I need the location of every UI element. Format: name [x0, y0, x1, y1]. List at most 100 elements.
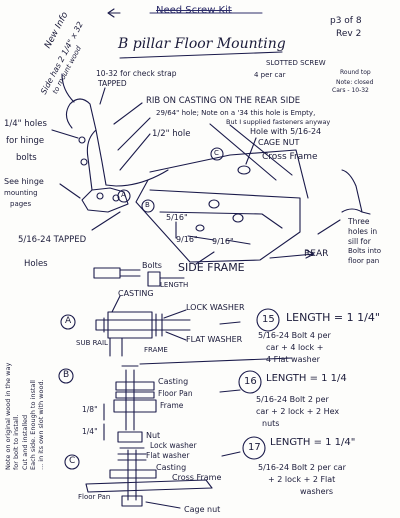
tapped-516-b: Holes [24, 259, 48, 269]
section-b-casting-label: Casting [158, 377, 189, 386]
tapped-note: TAPPED [98, 79, 127, 88]
cage-hole-note-b: CAGE NUT [258, 138, 300, 147]
section-b-bolt-1: 5/16-24 Bolt 2 per [256, 395, 329, 404]
circle-c-ring [211, 148, 223, 160]
circle-sec-b-ring [59, 369, 73, 383]
pillar-hole-3 [97, 193, 103, 199]
arrow-to-15 [220, 322, 240, 324]
section-a-arrow-lock [164, 310, 186, 318]
section-c-length: LENGTH = 1 1/4" [270, 437, 356, 448]
frame-hole-1 [209, 200, 219, 208]
section-b-bolt-2: car + 2 lock + 2 Hex [256, 407, 340, 416]
section-b-frame [114, 400, 156, 412]
cage-nut-hole [238, 166, 250, 174]
quarter-holes-c: bolts [16, 153, 37, 163]
num-16-ring [239, 371, 261, 393]
arrow-hinge [60, 184, 80, 198]
section-b-label: B [63, 370, 70, 380]
frame-hole-2 [233, 214, 243, 222]
round-top-note: Round top [340, 69, 371, 76]
page-number: p3 of 8 [330, 16, 362, 26]
arrow-rib [114, 103, 142, 124]
section-a-sub-rail-label: SUB RAIL [76, 339, 108, 347]
section-a-frame-label: FRAME [144, 346, 168, 354]
section-c-washers [118, 454, 146, 460]
section-c-casting [110, 470, 156, 478]
section-c-bolt-3: washers [300, 487, 334, 496]
section-b-casting [116, 382, 154, 390]
section-c-arrow-cage [146, 502, 180, 508]
section-b-frame-label: Frame [160, 401, 184, 410]
pillar-flange [82, 188, 128, 212]
length-label: LENGTH [160, 281, 189, 289]
arrow-to-16 [220, 390, 240, 392]
closed-note: Note: closed [336, 79, 374, 86]
cars-note: Cars - 10-32 [332, 87, 369, 94]
bolts-label: Bolts [142, 261, 162, 270]
cross-frame-edge [210, 124, 276, 180]
section-b-number: 16 [244, 376, 257, 387]
section-b-bolt [122, 366, 138, 430]
arrow-quarter-holes [52, 130, 78, 138]
section-a-flat-label: FLAT WASHER [186, 335, 243, 344]
section-b-length: LENGTH = 1 1/4 [266, 373, 347, 384]
dim-5-16: 5/16" [166, 213, 188, 222]
section-c-frame [86, 480, 212, 492]
arrow-three-holes [318, 220, 340, 234]
arrow-cage-hole [246, 138, 256, 164]
arrow-29-64 [118, 118, 150, 150]
arrow-to-17 [222, 452, 240, 456]
hinge-note-b: mounting [4, 189, 38, 197]
section-a-label: A [65, 316, 72, 326]
cage-hole-note-a: Hole with 5/16-24 [250, 127, 322, 136]
title-underline [120, 52, 282, 58]
section-a-bolt-3: 4 Flat washer [266, 355, 320, 364]
arrow-check-strap [100, 88, 105, 104]
section-b-nut-label: Nut [146, 431, 161, 440]
cross-frame-label: Cross Frame [262, 152, 318, 162]
section-a-arrow-flat [166, 332, 186, 340]
section-c-bolt-2: + 2 lock + 2 Flat [268, 475, 336, 484]
section-b-nut [118, 432, 142, 442]
revision: Rev 2 [336, 29, 362, 39]
pillar-hole-2 [81, 159, 87, 165]
section-b-dim-b: 1/4" [82, 427, 98, 436]
hinge-note-c: pages [10, 200, 32, 208]
circle-sec-c-ring [65, 455, 79, 469]
three-holes-d: Bolts into [348, 247, 382, 255]
arrow-rear [270, 250, 314, 258]
section-a-number: 15 [262, 314, 275, 325]
side-frame-label: SIDE FRAME [178, 261, 245, 274]
num-17-ring [243, 437, 265, 459]
struck-note: Need Screw Kit [156, 5, 232, 16]
rear-label: REAR [304, 249, 329, 259]
pillar-hole-1 [79, 137, 85, 143]
section-c-cross-label: Cross Frame [172, 473, 222, 482]
section-b-pan-label: Floor Pan [158, 389, 193, 398]
circle-a-label: A [121, 191, 126, 199]
three-holes-e: floor pan [348, 257, 380, 265]
hole-note-a: 29/64" hole; Note on a '34 this hole is … [156, 109, 316, 117]
dim-9-16-a: 9/16" [176, 235, 198, 244]
section-a-casting [108, 312, 152, 338]
hole-note-b: But I supplied fasteners anyway [226, 118, 331, 126]
arrow-new-info [62, 74, 74, 102]
section-b-bolt-3: nuts [262, 419, 280, 428]
dim-line-1 [176, 222, 250, 244]
side-note-line-4: Each side. Enough to install [28, 380, 37, 470]
side-frame-body [136, 180, 300, 262]
right-pillar-sketch [342, 170, 370, 214]
section-c-casting-label: Casting [156, 463, 187, 472]
section-c-cage-label: Cage nut [184, 505, 221, 514]
section-a-casting-label: CASTING [118, 289, 154, 298]
three-holes-a: Three [348, 217, 370, 226]
section-c-pan-label: Floor Pan [78, 493, 111, 501]
section-b-dim-a: 1/8" [82, 405, 98, 414]
frame-hole-3 [196, 225, 204, 231]
circle-b-ring [142, 200, 154, 212]
section-c-lock-label: Lock washer [150, 441, 197, 450]
tapped-bolt-sketch-2 [148, 272, 184, 286]
section-c-label: C [69, 456, 76, 466]
section-a-frame [110, 338, 122, 356]
cross-frame-edge-2 [230, 125, 292, 175]
